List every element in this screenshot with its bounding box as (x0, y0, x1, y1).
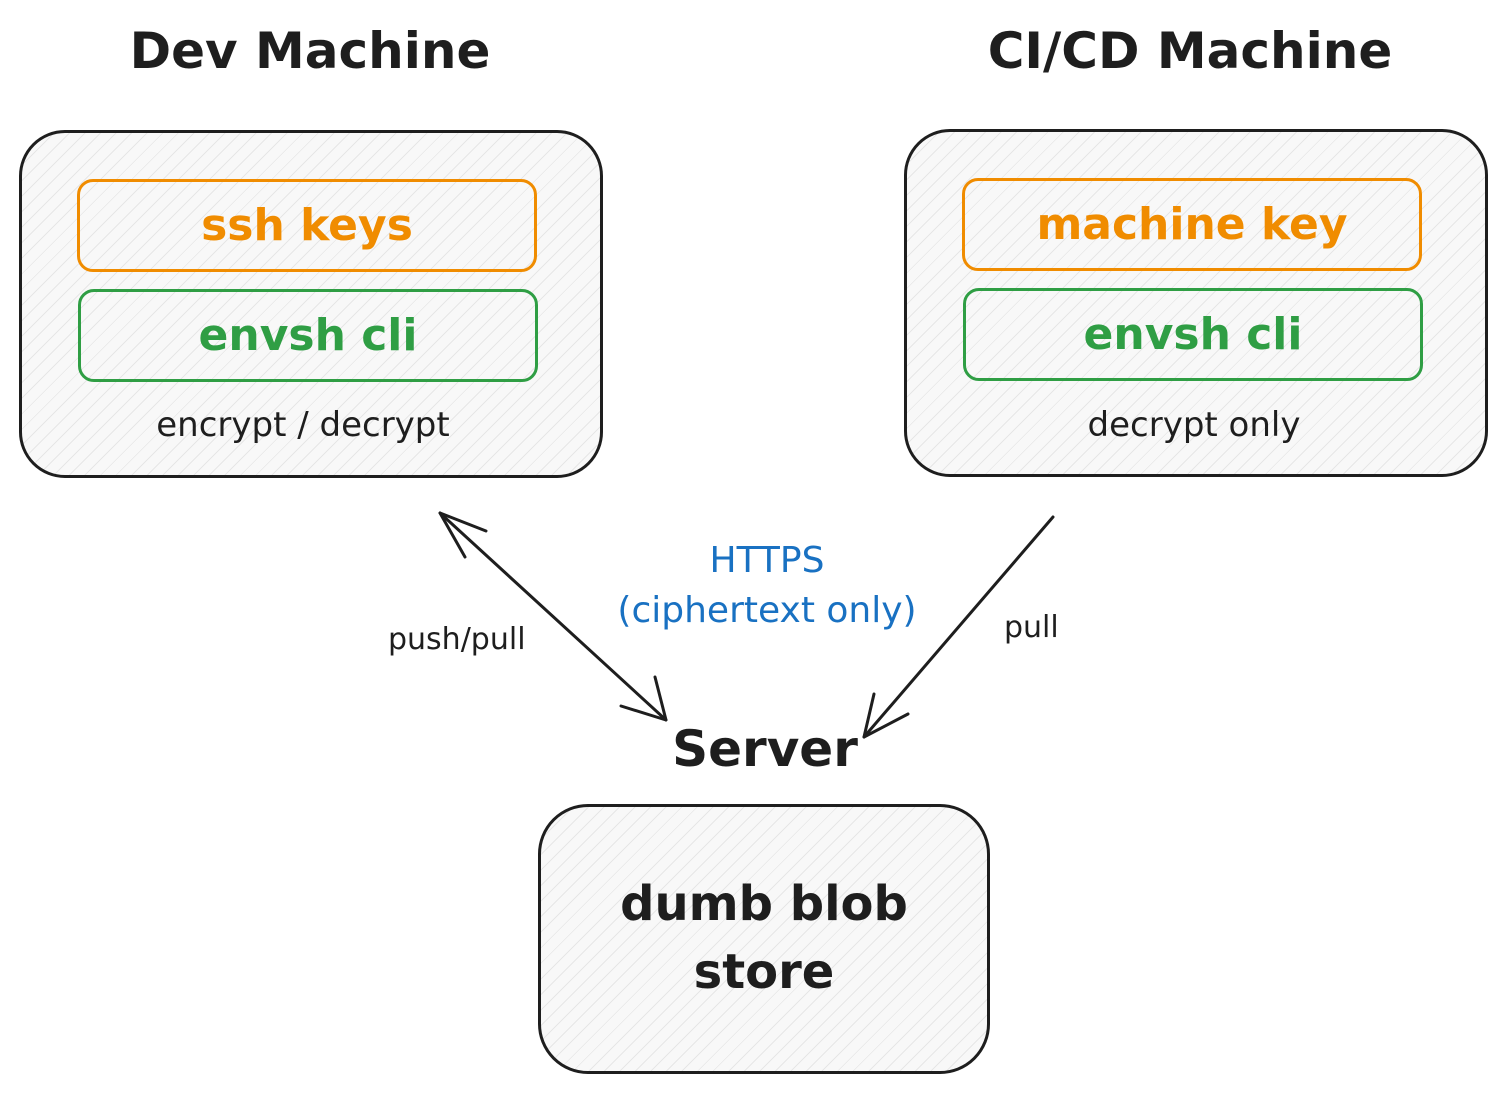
blob-store-label: dumb blob store (538, 870, 990, 1006)
ci-server-arrow (862, 515, 1055, 739)
push-pull-label: push/pull (388, 622, 526, 657)
protocol-line-ciphertext: (ciphertext only) (617, 590, 917, 631)
dev-envsh-cli-box: envsh cli (78, 289, 538, 382)
pull-label: pull (1004, 610, 1059, 645)
protocol-label: HTTPS (ciphertext only) (567, 536, 967, 636)
ci-machine-caption: decrypt only (1087, 405, 1301, 445)
blob-store-line2: store (693, 944, 835, 1000)
server-title: Server (672, 720, 858, 778)
dev-machine-title: Dev Machine (129, 22, 491, 80)
ci-machine-box (904, 129, 1488, 477)
ci-machine-key-box: machine key (962, 178, 1422, 271)
ci-machine-title: CI/CD Machine (987, 22, 1393, 80)
protocol-line-https: HTTPS (709, 540, 825, 581)
blob-store-box (538, 804, 990, 1074)
ci-envsh-cli-box: envsh cli (963, 288, 1423, 381)
dev-server-arrow (438, 511, 668, 722)
dev-machine-caption: encrypt / decrypt (156, 405, 450, 445)
blob-store-line1: dumb blob (620, 876, 908, 932)
dev-machine-box (19, 130, 603, 478)
dev-ssh-keys-box: ssh keys (77, 179, 537, 272)
